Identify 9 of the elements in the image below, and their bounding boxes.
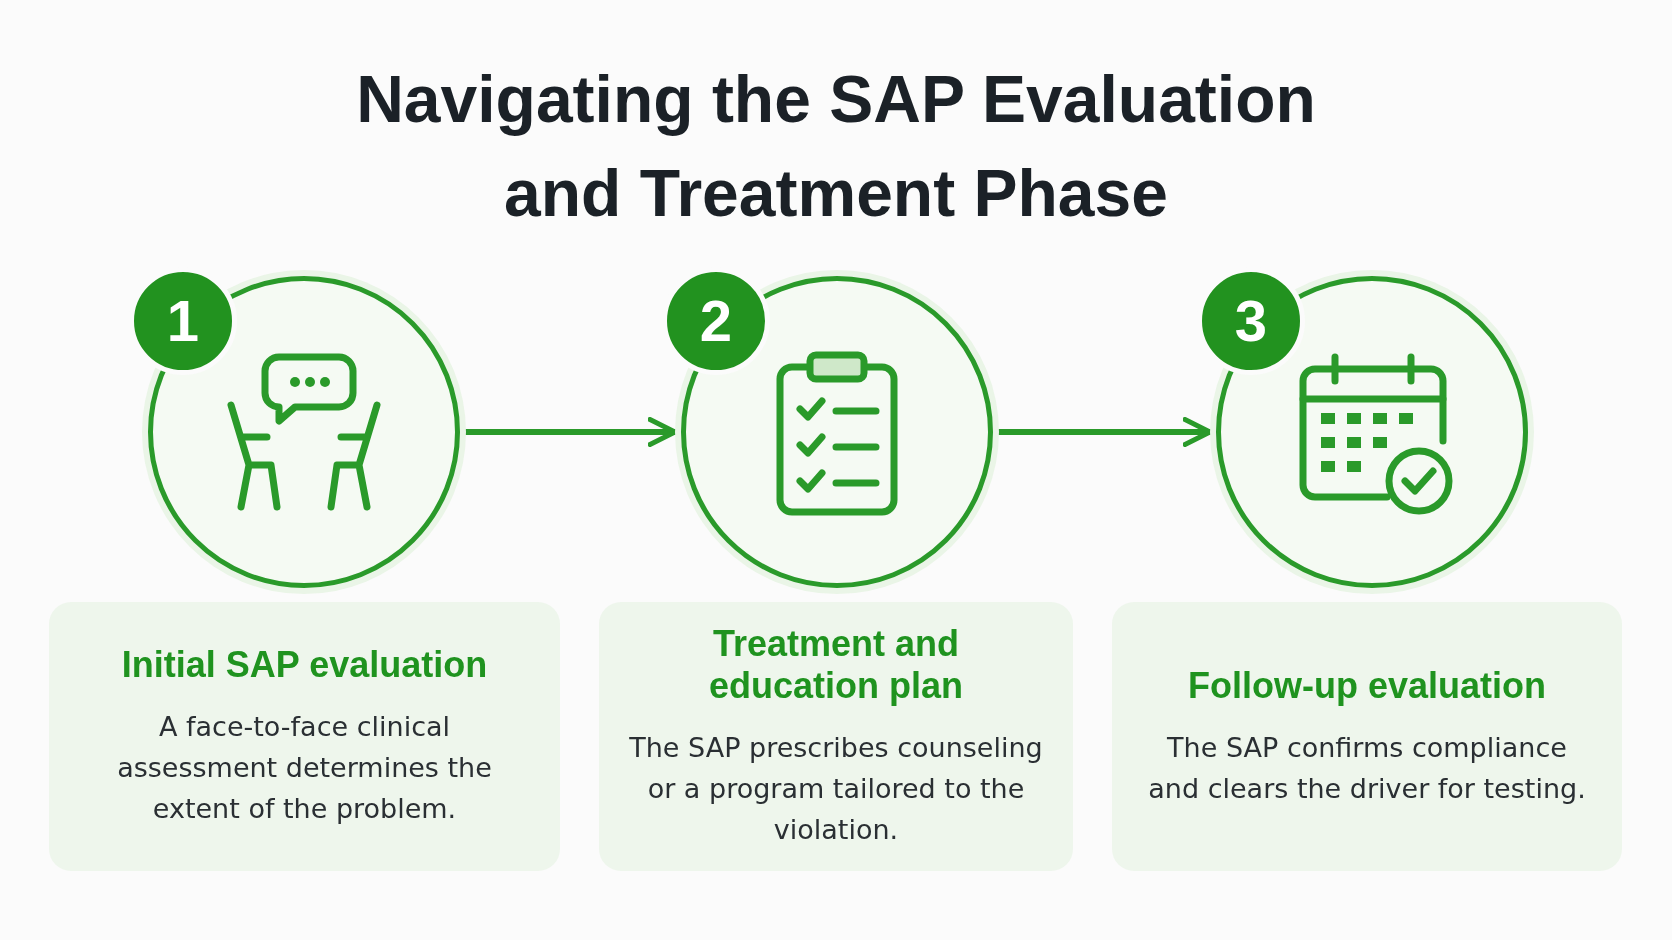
step-description: The SAP prescribes counseling or a program tailored to the violation. [629,731,1043,847]
step-description: A face-to-face clinical assessment determines the extent of the problem. [116,710,493,826]
step-heading: Treatment and education plan [708,623,964,707]
step-heading: Follow-up evaluation [1188,664,1546,707]
arrow [996,417,1213,447]
arrow [463,417,678,447]
title: Navigating the SAP Evaluation and Treatment Phase [355,61,1317,232]
step-description: The SAP confirms compliance and clears the driver for testing. [1147,730,1587,806]
step-heading: Initial SAP evaluation [121,644,488,686]
